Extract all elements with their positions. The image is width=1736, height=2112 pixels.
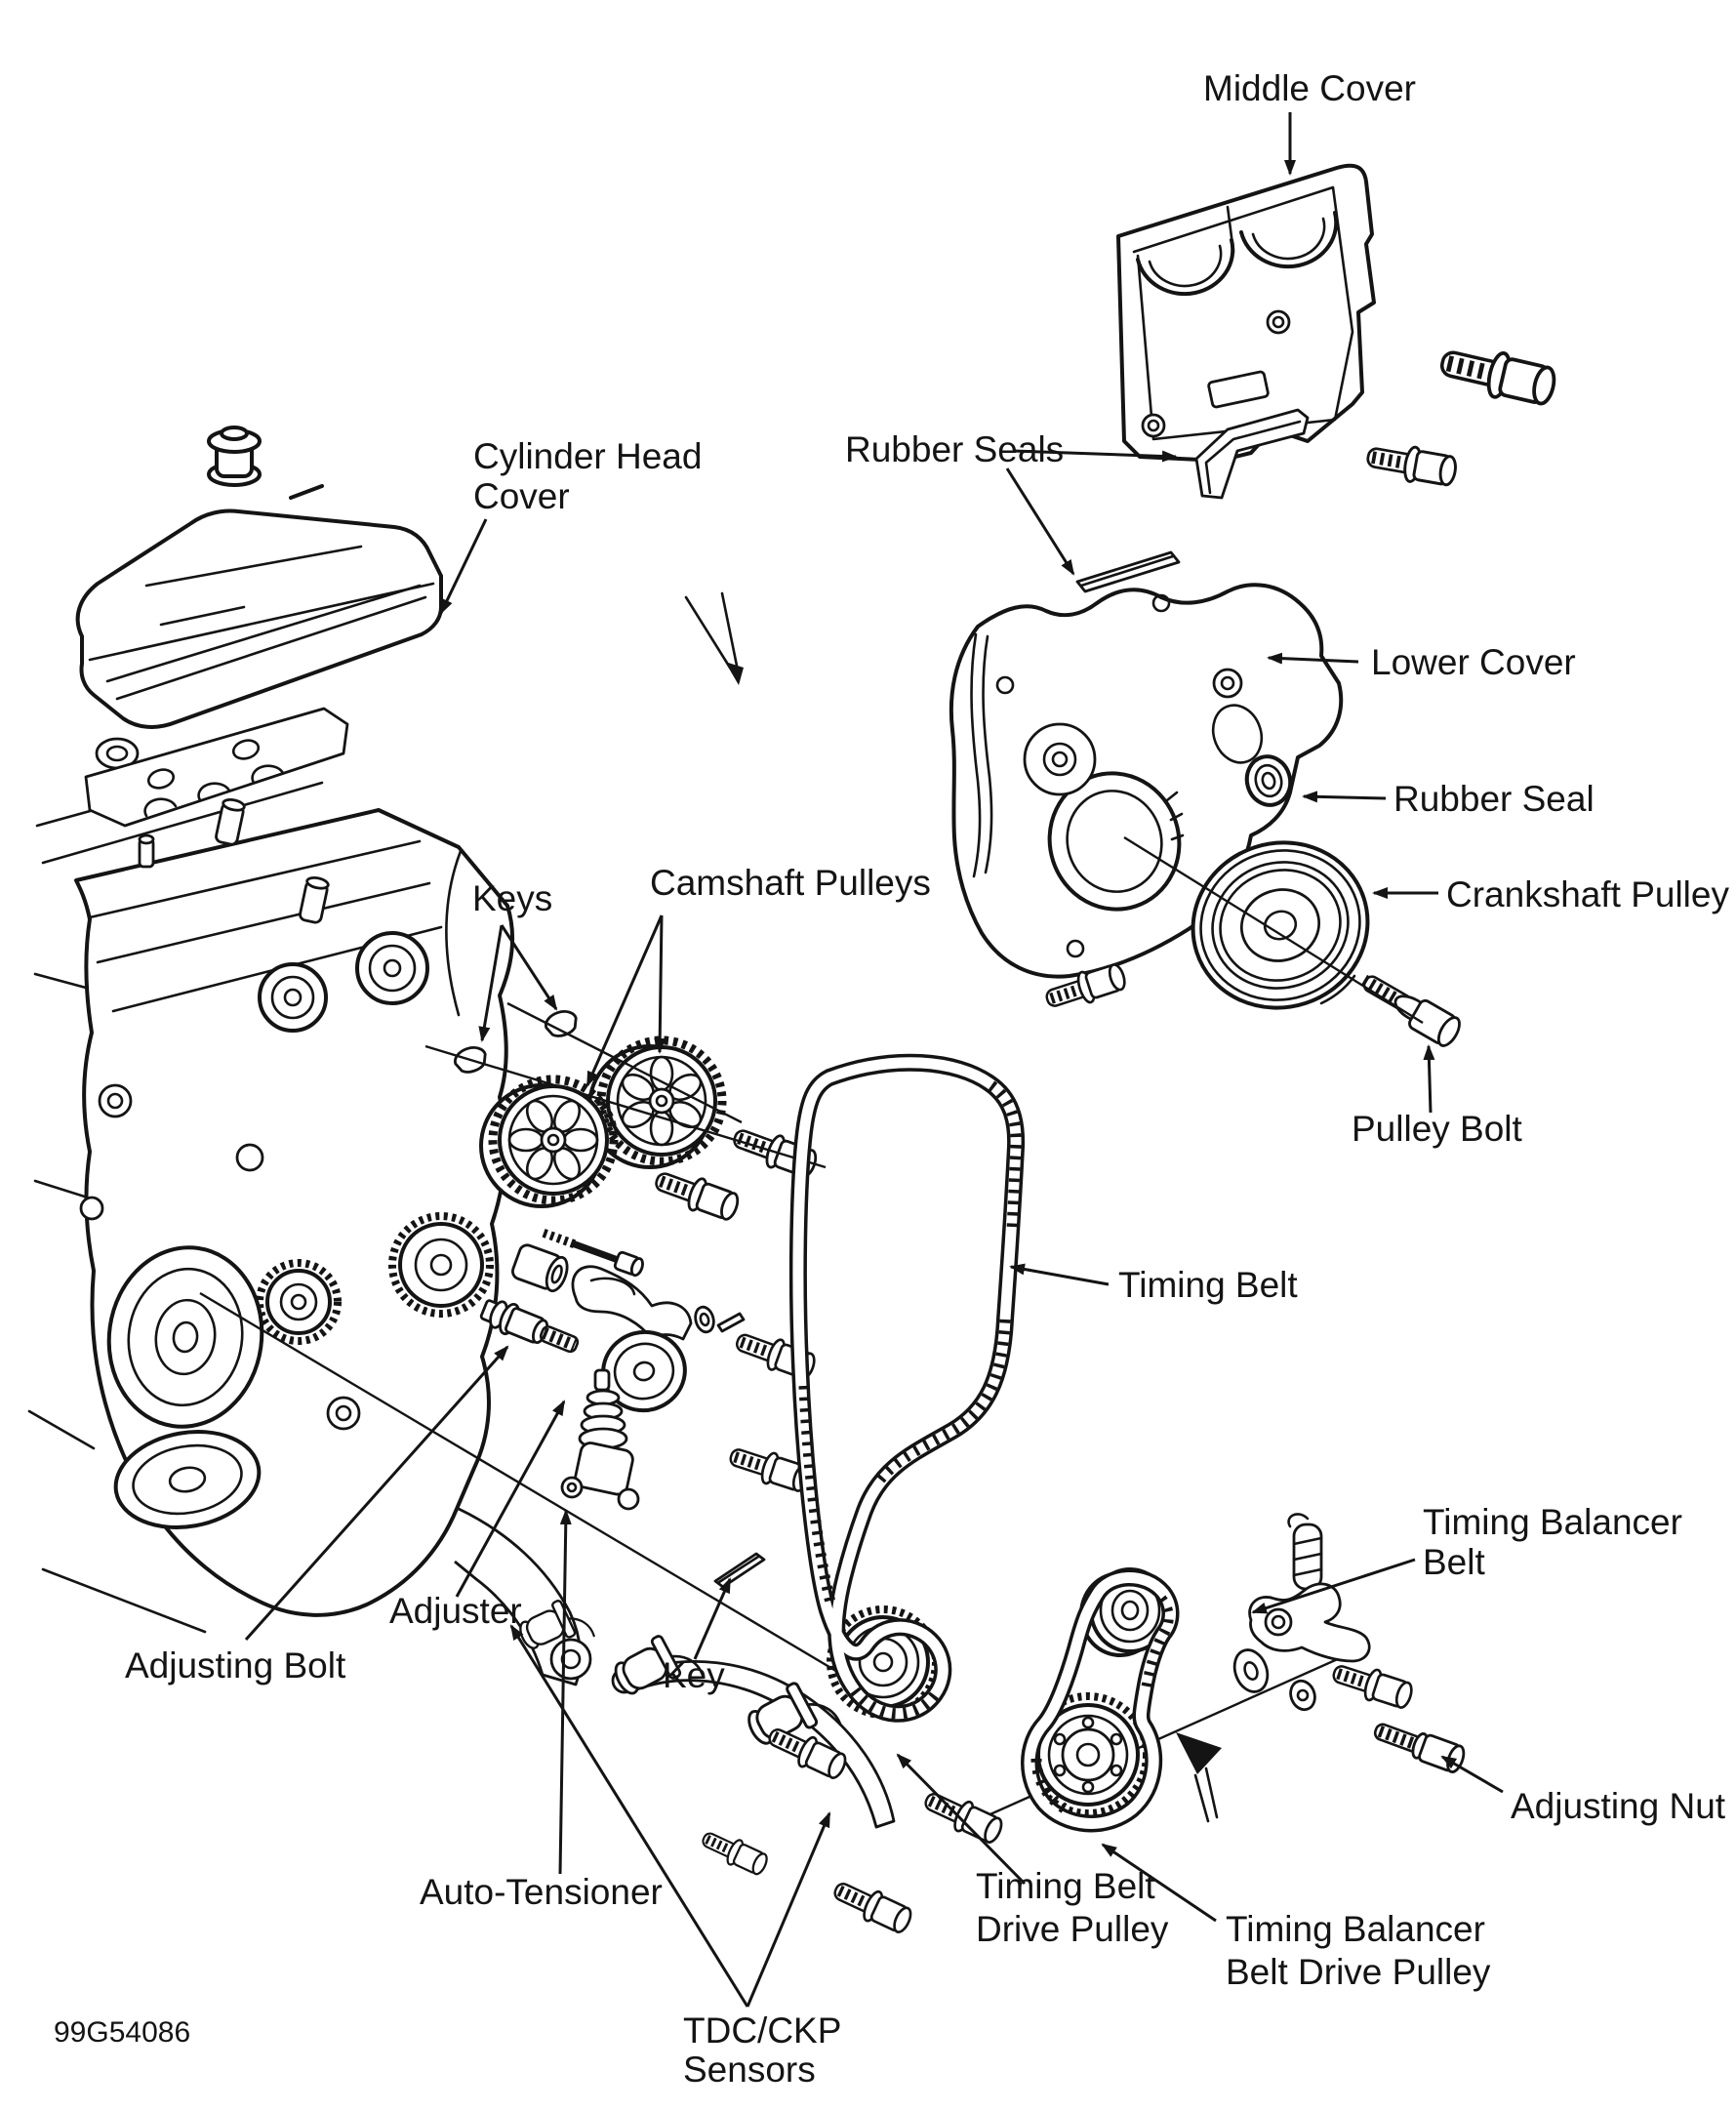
key-leader (693, 1577, 732, 1660)
timing-balancer-belt-leader (1251, 1558, 1416, 1614)
rubber-seals-leader-upper (1012, 449, 1178, 463)
adjusting-bolt-leader (244, 1345, 509, 1641)
figure-part-code: 99G54086 (54, 2016, 190, 2049)
labels: Middle Cover Cylinder Head Cover Rubber … (54, 68, 1729, 2090)
label-timing-belt-drive-pulley-2: Drive Pulley (976, 1909, 1169, 1949)
tdc-ckp-leader-right (746, 1811, 831, 2008)
engine-block-art (74, 797, 638, 1694)
label-rubber-seal: Rubber Seal (1393, 779, 1595, 819)
label-timing-belt: Timing Belt (1118, 1265, 1298, 1305)
middle-cover-long-bolt (1437, 341, 1557, 410)
pulley-bolt-art (1360, 974, 1461, 1047)
label-adjuster: Adjuster (389, 1591, 522, 1631)
key-right (545, 1010, 578, 1037)
label-key: Key (663, 1655, 725, 1695)
label-adjusting-bolt: Adjusting Bolt (125, 1645, 346, 1686)
auto-tensioner-art (560, 1368, 812, 1511)
timing-belt-drive-pulley-leader (896, 1753, 1027, 1886)
label-timing-balancer-belt-1: Timing Balancer (1423, 1502, 1682, 1542)
rubber-seals-leader-lower (1005, 467, 1075, 576)
middle-cover-art (1116, 163, 1558, 500)
cylinder-head-cover-leader (439, 518, 488, 615)
pulley-bolt-leader (1423, 1044, 1435, 1114)
label-timing-balancer-belt-drive-pulley-2: Belt Drive Pulley (1226, 1952, 1491, 1992)
label-lower-cover: Lower Cover (1371, 642, 1576, 682)
slim-bolt (542, 1229, 644, 1278)
head-gasket-art (84, 707, 349, 828)
tdc-ckp-bracket-art (513, 1592, 896, 1829)
label-keys: Keys (472, 878, 552, 918)
lower-cover-leader (1267, 652, 1359, 665)
bushing (511, 1243, 569, 1293)
camshaft-bolt (652, 1164, 742, 1224)
camshaft-pulleys-leader-left (585, 914, 664, 1087)
cylinder-head-cover-art (75, 426, 443, 729)
balancer-bolt (1329, 1657, 1415, 1712)
tdc-ckp-leader-left (509, 1624, 749, 2008)
adjuster-arm (571, 1265, 693, 1341)
rubber-seal-ring-art (1244, 754, 1293, 807)
label-tdc-ckp-2: Sensors (683, 2050, 816, 2090)
crankshaft-pulley-art (1191, 840, 1370, 1010)
label-auto-tensioner: Auto-Tensioner (420, 1872, 663, 1912)
direction-pointer-icon (1176, 1732, 1222, 1823)
timing-belt-leader (1009, 1263, 1110, 1286)
direction-pointer-small-icon (684, 591, 744, 685)
label-timing-balancer-belt-2: Belt (1423, 1542, 1485, 1582)
adjusting-nut-leader (1440, 1755, 1504, 1794)
camshaft-pulleys-art (454, 1010, 820, 1225)
key-strip-art (713, 1552, 766, 1589)
label-timing-belt-drive-pulley-1: Timing Belt (976, 1866, 1155, 1906)
label-rubber-seals: Rubber Seals (845, 429, 1064, 469)
adjuster-leader (455, 1400, 566, 1598)
keys-leader-left (478, 924, 504, 1042)
balancer-washers-art (1232, 1648, 1316, 1712)
middle-cover-bolt (1365, 439, 1458, 489)
label-camshaft-pulleys: Camshaft Pulleys (650, 863, 931, 903)
rubber-seal-leader (1302, 791, 1387, 803)
label-timing-balancer-belt-drive-pulley-1: Timing Balancer (1226, 1909, 1485, 1949)
timing-balancer-belt-drive-pulley-leader (1101, 1843, 1217, 1923)
lower-cover-art (949, 550, 1344, 1015)
adjuster-cluster-art (479, 1229, 818, 1413)
adjusting-bolt (479, 1299, 580, 1354)
label-crankshaft-pulley: Crankshaft Pulley (1446, 874, 1729, 914)
label-adjusting-nut: Adjusting Nut (1511, 1786, 1726, 1826)
label-cylinder-head-cover-1: Cylinder Head (473, 436, 702, 476)
timing-belt-art (788, 1053, 1026, 1723)
label-pulley-bolt: Pulley Bolt (1352, 1109, 1523, 1149)
label-tdc-ckp-1: TDC/CKP (683, 2010, 841, 2051)
label-cylinder-head-cover-2: Cover (473, 476, 570, 516)
timing-balancer-belt-art (1021, 1568, 1180, 1833)
auto-tensioner-leader (558, 1509, 572, 1875)
leader-lines (244, 112, 1504, 2008)
keys-leader-right (500, 924, 558, 1011)
label-middle-cover: Middle Cover (1203, 68, 1416, 108)
adjusting-nut-art (1373, 1723, 1466, 1773)
camshaft-pulleys-leader-right (654, 914, 666, 1054)
balancer-tensioner-arm-art (1248, 1582, 1371, 1663)
